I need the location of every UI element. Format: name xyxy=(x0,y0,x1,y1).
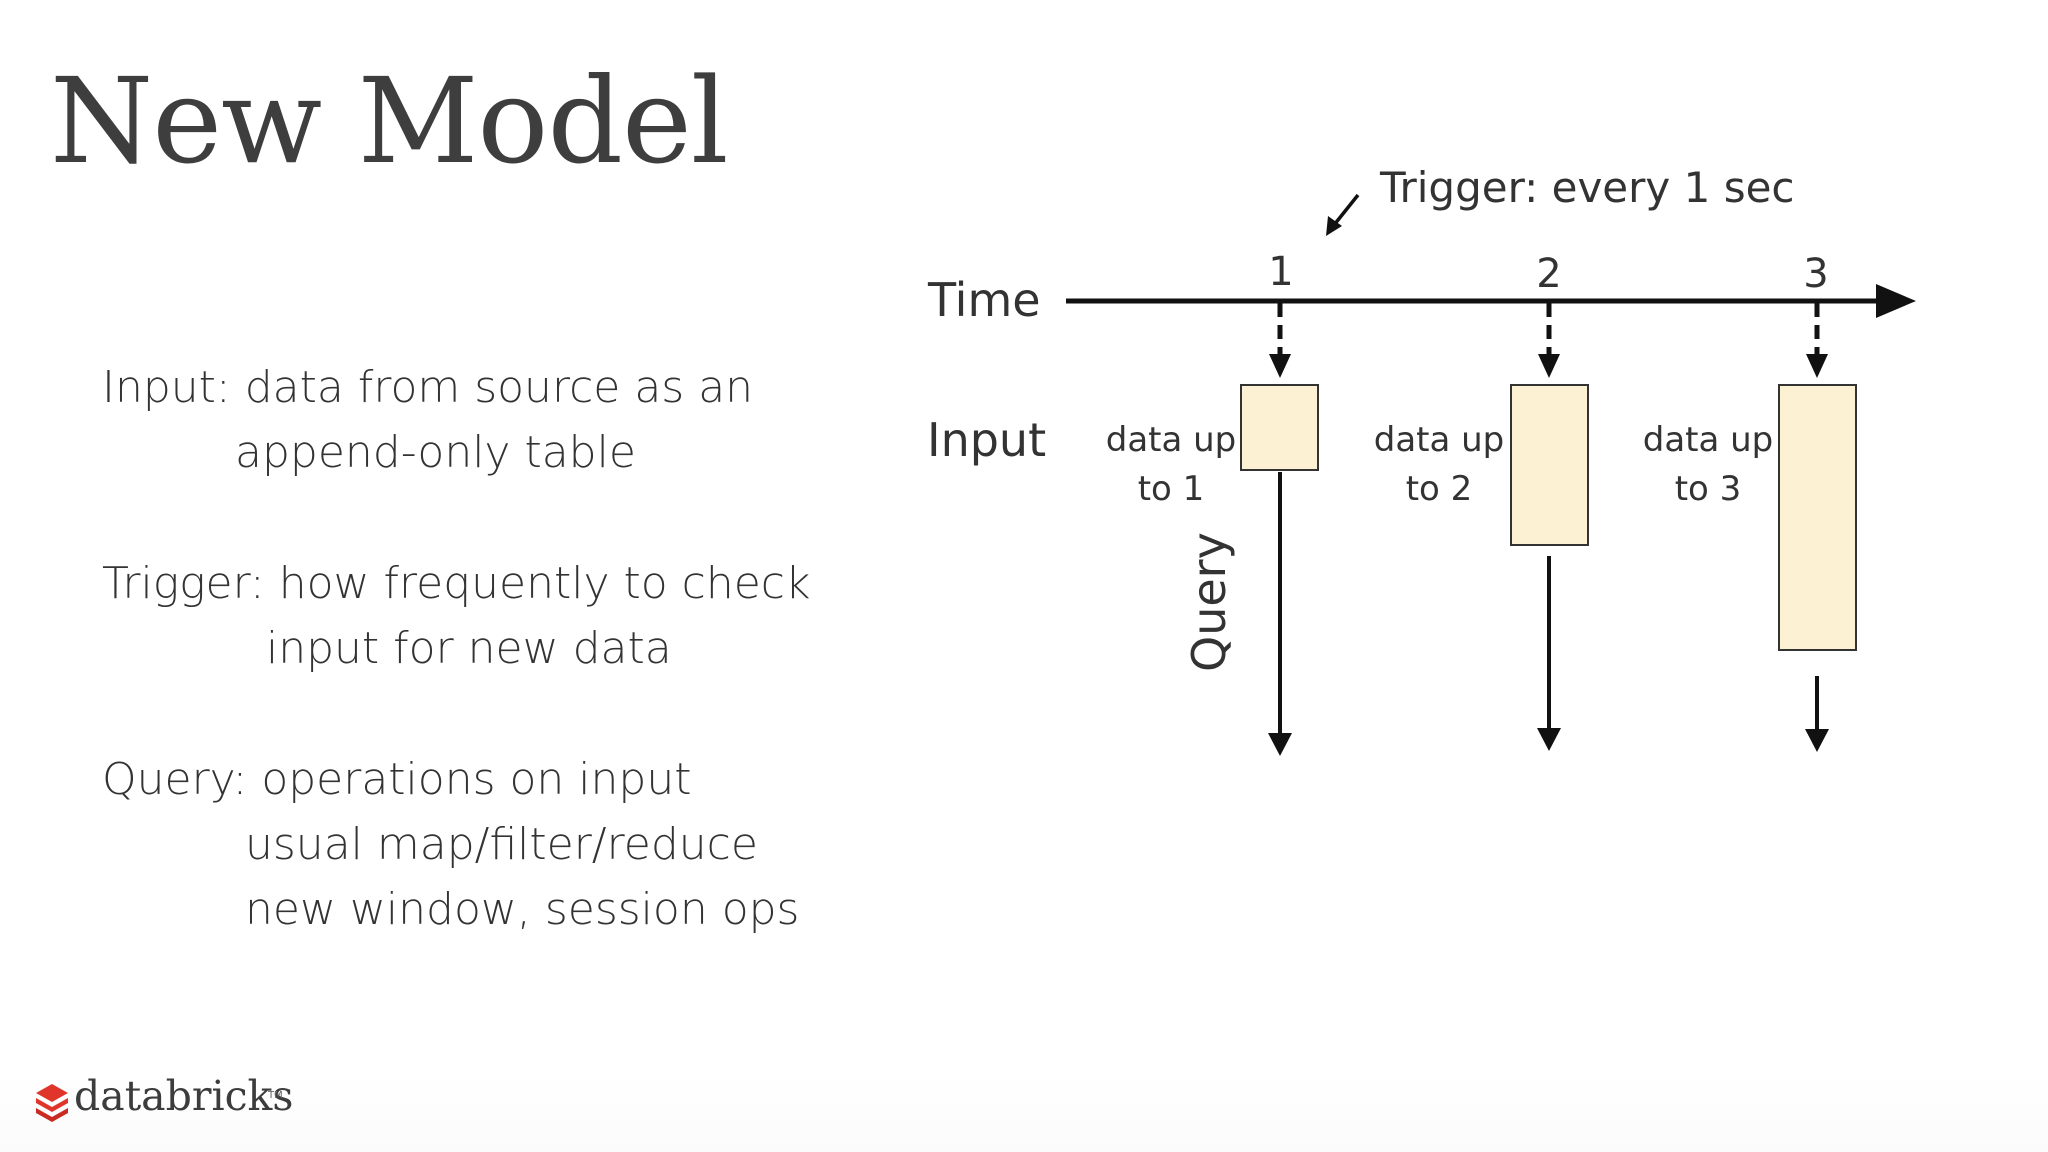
bullet-trigger-line-2: input for new data xyxy=(266,623,672,674)
bullet-input-line-2: append-only table xyxy=(235,427,636,478)
query-label: Query xyxy=(1182,532,1236,672)
input-data-box-1 xyxy=(1240,384,1319,471)
trigger-label: Trigger: every 1 sec xyxy=(1379,163,1795,212)
bullet-input-line-1: Input: data from source as an xyxy=(102,362,754,413)
input-row-label: Input xyxy=(927,413,1046,467)
bullet-query-line-1: Query: operations on input xyxy=(102,754,692,805)
box-label-1-line-2: to 1 xyxy=(1138,469,1205,509)
bullet-query-line-2: usual map/filter/reduce xyxy=(245,819,758,870)
slide-title: New Model xyxy=(50,52,729,190)
tick-label-1: 1 xyxy=(1268,249,1293,295)
trigger-arrowhead-2 xyxy=(1538,354,1560,378)
databricks-logo-icon xyxy=(36,1084,68,1122)
time-axis-label: Time xyxy=(927,273,1041,327)
input-data-box-2 xyxy=(1510,384,1589,546)
bullet-trigger-line-1: Trigger: how frequently to check xyxy=(102,558,811,609)
box-label-2-line-1: data up xyxy=(1374,420,1505,460)
box-label-3-line-2: to 3 xyxy=(1675,469,1742,509)
input-data-box-3 xyxy=(1778,384,1857,651)
query-arrowhead-3 xyxy=(1805,729,1829,752)
brand-wordmark: databricks xyxy=(74,1072,294,1120)
brand-trademark: TM xyxy=(268,1090,283,1101)
footer-band xyxy=(0,1072,2048,1152)
trigger-arrowhead-3 xyxy=(1806,354,1828,378)
query-arrowhead-1 xyxy=(1268,733,1292,756)
time-axis-arrowhead xyxy=(1876,284,1916,318)
bullet-query-line-3: new window, session ops xyxy=(245,884,800,935)
trigger-pointer-arrow xyxy=(1332,193,1360,227)
box-label-3-line-1: data up xyxy=(1643,420,1774,460)
query-arrowhead-2 xyxy=(1537,728,1561,751)
tick-label-3: 3 xyxy=(1803,251,1828,297)
trigger-pointer-arrowhead xyxy=(1326,216,1342,236)
box-label-1-line-1: data up xyxy=(1106,420,1237,460)
trigger-arrowhead-1 xyxy=(1269,354,1291,378)
tick-label-2: 2 xyxy=(1536,251,1561,297)
box-label-2-line-2: to 2 xyxy=(1406,469,1473,509)
